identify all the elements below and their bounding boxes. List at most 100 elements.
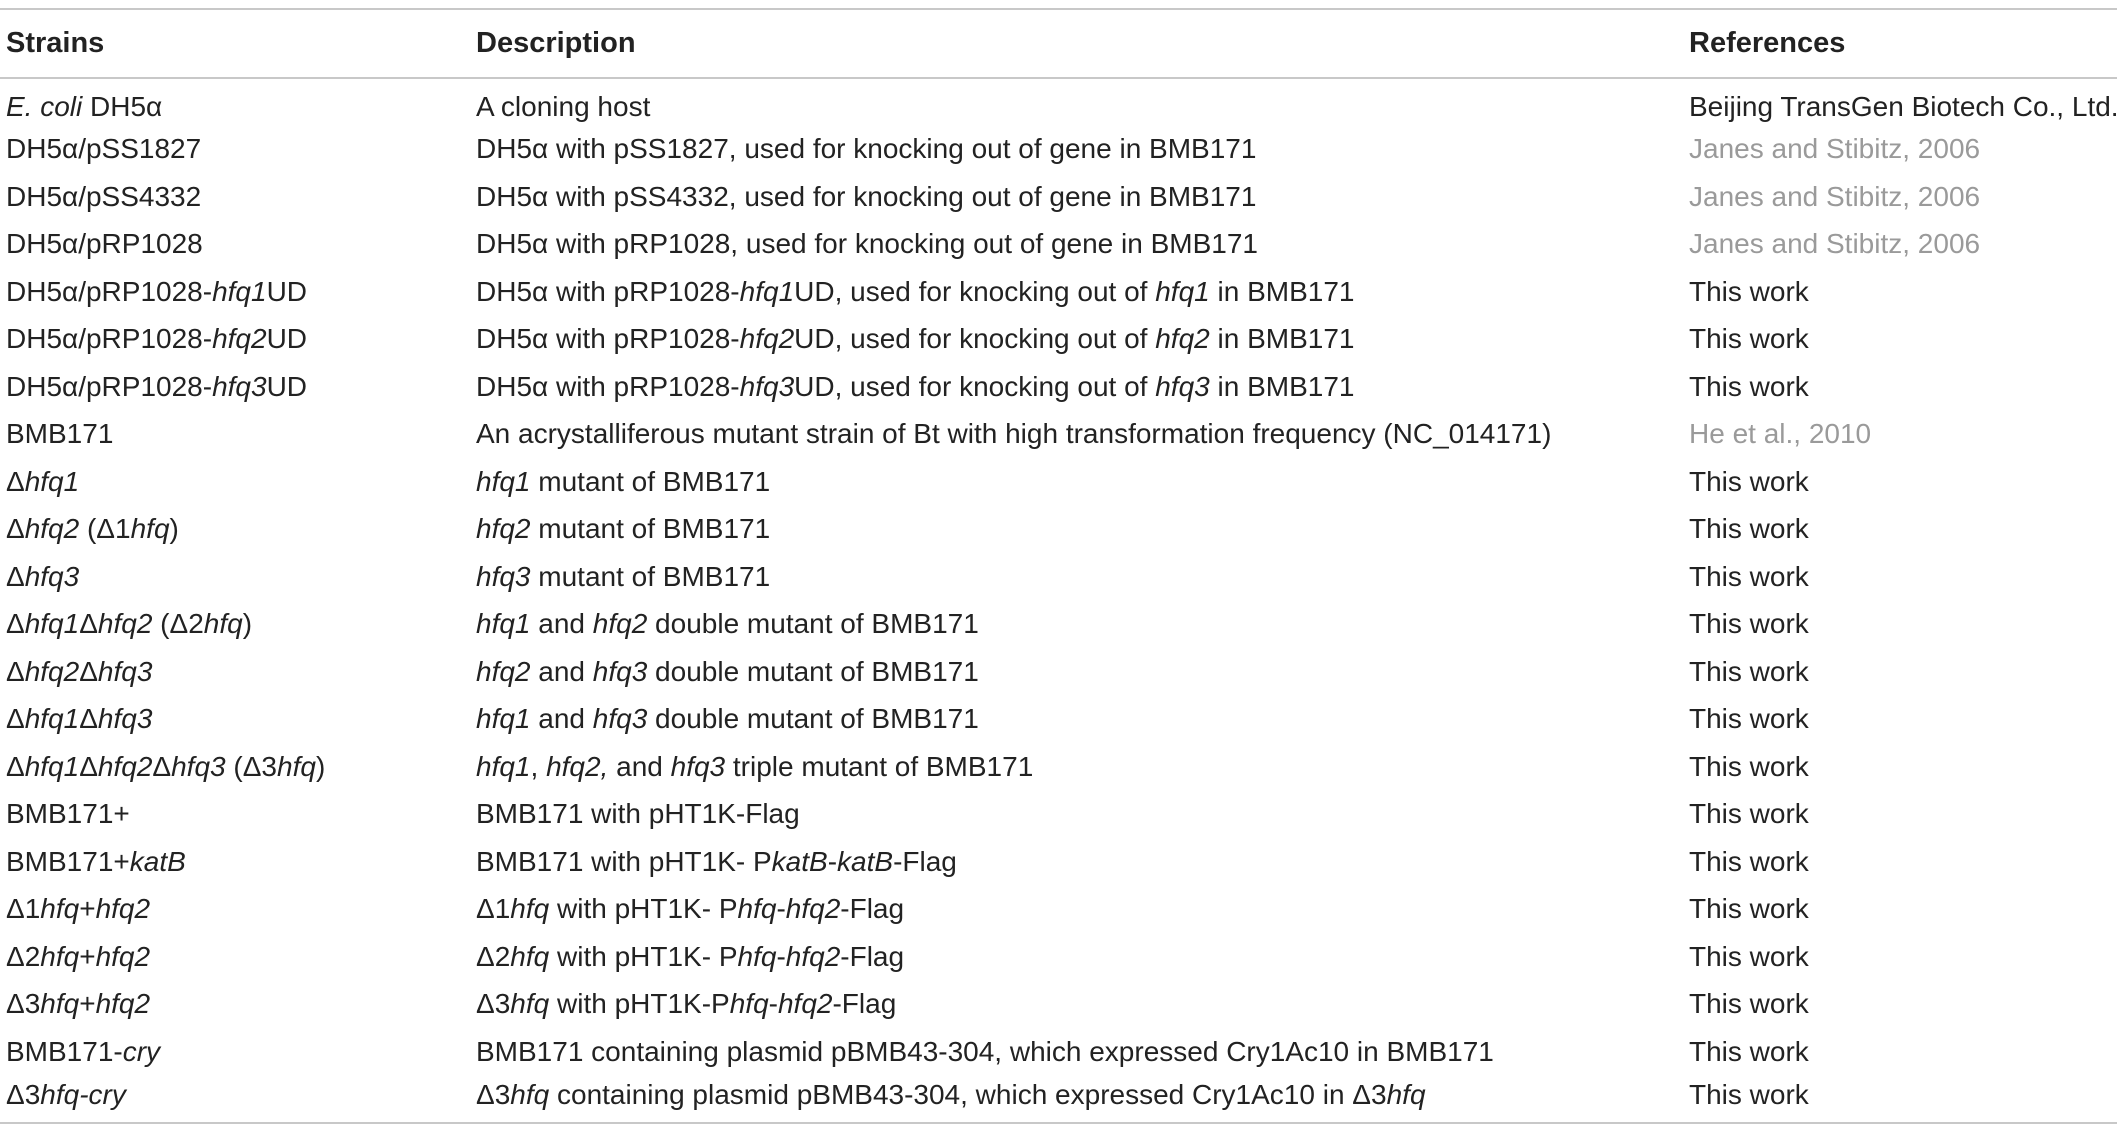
text-segment: DH5α/pRP1028- bbox=[6, 323, 213, 355]
text-segment: Δ3 bbox=[6, 1078, 41, 1110]
italic-text-segment: hfq2 bbox=[95, 940, 151, 972]
italic-text-segment: hfq2, bbox=[546, 750, 609, 782]
cell-strain: Δ2hfq+hfq2 bbox=[0, 933, 470, 981]
italic-text-segment: hfq2 bbox=[212, 323, 267, 355]
text-segment: UD, used for knocking out of bbox=[794, 323, 1156, 355]
italic-text-segment: hfq2 bbox=[1155, 323, 1210, 355]
cell-strain: BMB171 bbox=[0, 411, 470, 459]
text-segment: DH5α/pSS1827 bbox=[6, 133, 202, 165]
cell-reference: This work bbox=[1689, 370, 1809, 402]
cell-reference: This work bbox=[1689, 845, 1809, 877]
cell-description: Δ2hfq with pHT1K- Phfq-hfq2-Flag bbox=[470, 933, 1683, 981]
strains-table-container: Strains Description References E. coli D… bbox=[0, 9, 2117, 1124]
italic-text-segment: hfq bbox=[40, 988, 80, 1020]
cell-reference: This work bbox=[1689, 513, 1809, 545]
cell-strain: Δhfq2 (Δ1hfq) bbox=[0, 506, 470, 554]
text-segment: (Δ1 bbox=[79, 513, 131, 545]
italic-text-segment: hfq1 bbox=[476, 608, 531, 640]
italic-text-segment: hfq2 bbox=[97, 750, 153, 782]
text-segment: and bbox=[530, 608, 593, 640]
cell-description: hfq1 mutant of BMB171 bbox=[470, 458, 1683, 506]
text-segment: Δ3 bbox=[476, 1078, 511, 1110]
italic-text-segment: hfq2 bbox=[95, 893, 151, 925]
italic-text-segment: hfq-cry bbox=[40, 1078, 126, 1110]
text-segment: DH5α bbox=[82, 91, 163, 123]
text-segment: Δ bbox=[6, 465, 25, 497]
italic-text-segment: hfq3 bbox=[97, 655, 153, 687]
cell-description: hfq2 and hfq3 double mutant of BMB171 bbox=[470, 648, 1683, 696]
italic-text-segment: hfq2 bbox=[777, 988, 833, 1020]
text-segment: Δ1 bbox=[476, 893, 511, 925]
cell-strain: DH5α/pRP1028-hfq3UD bbox=[0, 363, 470, 411]
header-strains: Strains bbox=[6, 27, 105, 59]
text-segment: BMB171 containing plasmid pBMB43-304, wh… bbox=[476, 1035, 1494, 1067]
text-segment: and bbox=[608, 750, 671, 782]
italic-text-segment: hfq3 bbox=[476, 560, 531, 592]
italic-text-segment: hfq2 bbox=[739, 323, 795, 355]
italic-text-segment: hfq bbox=[40, 893, 80, 925]
text-segment: DH5α/pRP1028- bbox=[6, 275, 213, 307]
text-segment: -Flag bbox=[840, 893, 905, 925]
text-segment: Δ3 bbox=[476, 988, 511, 1020]
italic-text-segment: katB bbox=[837, 845, 894, 877]
text-segment: + bbox=[79, 940, 96, 972]
italic-text-segment: hfq1 bbox=[476, 465, 531, 497]
cell-reference: This work bbox=[1689, 1035, 1809, 1067]
cell-strain: Δ3hfq+hfq2 bbox=[0, 981, 470, 1029]
cell-strain: DH5α/pRP1028 bbox=[0, 221, 470, 269]
cell-description: BMB171 with pHT1K- PkatB-katB-Flag bbox=[470, 838, 1683, 886]
cell-reference-citation-link[interactable]: He et al., 2010 bbox=[1689, 418, 1872, 450]
italic-text-segment: hfq1 bbox=[739, 275, 795, 307]
italic-text-segment: hfq bbox=[130, 513, 170, 545]
italic-text-segment: hfq bbox=[203, 608, 243, 640]
text-segment: + bbox=[79, 988, 96, 1020]
cell-strain: Δhfq1Δhfq2 (Δ2hfq) bbox=[0, 601, 470, 649]
cell-reference-citation-link[interactable]: Janes and Stibitz, 2006 bbox=[1689, 228, 1981, 260]
text-segment: Δ bbox=[6, 655, 25, 687]
text-segment: double mutant of BMB171 bbox=[647, 703, 979, 735]
text-segment: double mutant of BMB171 bbox=[647, 655, 979, 687]
italic-text-segment: hfq3 bbox=[97, 703, 153, 735]
text-segment: Δ bbox=[79, 608, 98, 640]
table-header: Strains Description References bbox=[0, 9, 2117, 78]
text-segment: An acrystalliferous mutant strain of Bt … bbox=[476, 418, 1552, 450]
text-segment: in BMB171 bbox=[1209, 370, 1355, 402]
cell-strain: Δ3hfq-cry bbox=[0, 1076, 470, 1124]
text-segment: Δ1 bbox=[6, 893, 41, 925]
cell-reference: This work bbox=[1689, 560, 1809, 592]
text-segment: - bbox=[776, 893, 786, 925]
cell-description: DH5α with pSS1827, used for knocking out… bbox=[470, 126, 1683, 174]
text-segment: UD, used for knocking out of bbox=[794, 275, 1156, 307]
text-segment: Δ bbox=[79, 655, 98, 687]
cell-description: hfq1, hfq2, and hfq3 triple mutant of BM… bbox=[470, 743, 1683, 791]
header-row: Strains Description References bbox=[0, 9, 2117, 78]
cell-reference-citation-link[interactable]: Janes and Stibitz, 2006 bbox=[1689, 133, 1981, 165]
cell-strain: Δhfq2Δhfq3 bbox=[0, 648, 470, 696]
italic-text-segment: hfq3 bbox=[670, 750, 726, 782]
cell-reference-citation-link[interactable]: Janes and Stibitz, 2006 bbox=[1689, 180, 1981, 212]
cell-description: hfq1 and hfq3 double mutant of BMB171 bbox=[470, 696, 1683, 744]
cell-description: BMB171 containing plasmid pBMB43-304, wh… bbox=[470, 1028, 1683, 1076]
cell-strain: E. coli DH5α bbox=[0, 78, 470, 126]
text-segment: Δ2 bbox=[476, 940, 511, 972]
cell-strain: DH5α/pRP1028-hfq1UD bbox=[0, 268, 470, 316]
text-segment: (Δ2 bbox=[152, 608, 204, 640]
cell-description: An acrystalliferous mutant strain of Bt … bbox=[470, 411, 1683, 459]
cell-strain: BMB171-cry bbox=[0, 1028, 470, 1076]
cell-reference: This work bbox=[1689, 608, 1809, 640]
text-segment: mutant of BMB171 bbox=[530, 465, 771, 497]
cell-reference: This work bbox=[1689, 323, 1809, 355]
text-segment: - bbox=[776, 940, 786, 972]
text-segment: DH5α with pSS4332, used for knocking out… bbox=[476, 180, 1257, 212]
